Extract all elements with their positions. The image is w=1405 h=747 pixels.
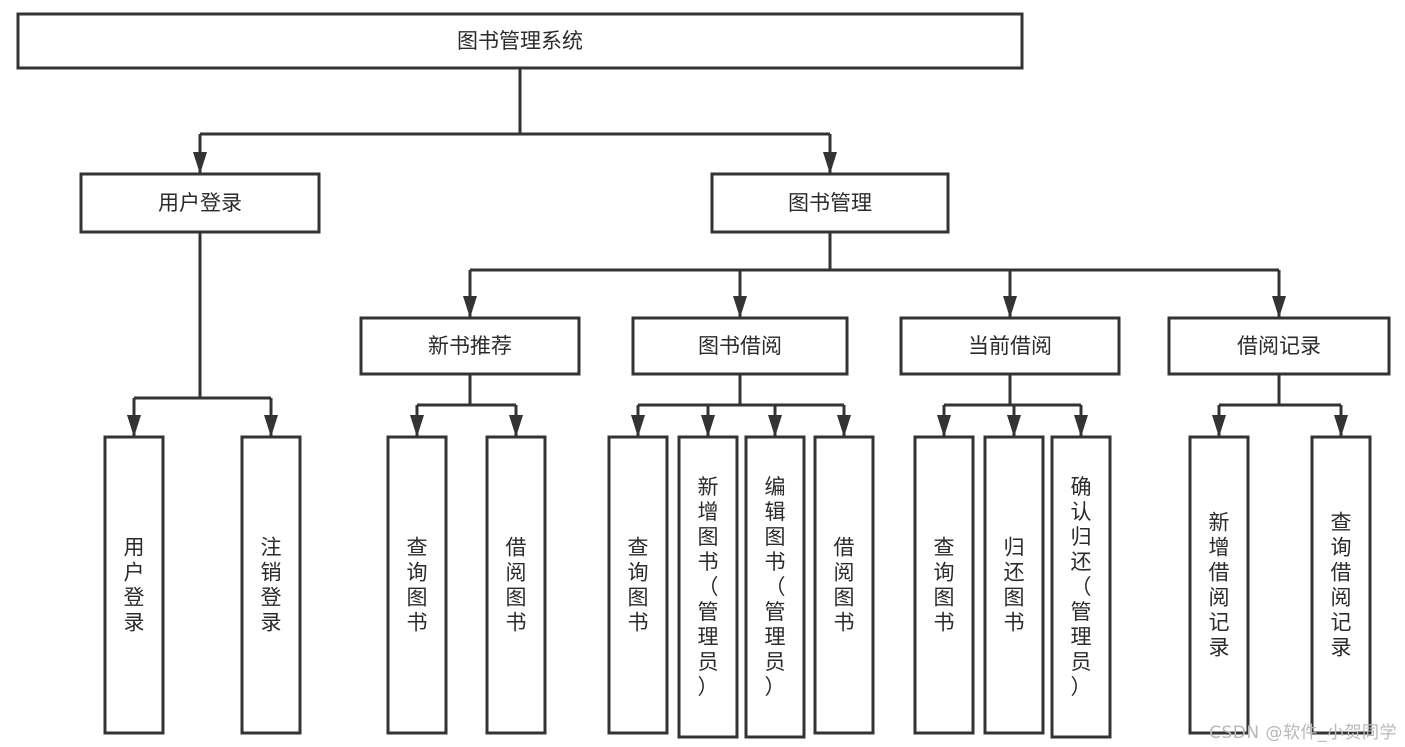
node-book-borrow[interactable]: 图书借阅 [631,316,849,376]
node-user-login[interactable]: 用户登录 [79,172,321,234]
node-label-book-manage: 图书管理 [788,191,872,215]
arrow-head-icon [823,152,837,174]
arrow-head-icon [264,415,278,437]
node-leaf-user-login[interactable]: 用户登录 [103,435,165,735]
node-leaf-query-record[interactable]: 查询借阅记录 [1310,435,1372,735]
node-box-leaf-borrow-book-2 [813,435,875,735]
arrow-head-icon [631,415,645,437]
arrow-head-icon [1334,415,1348,437]
node-leaf-borrow-book-2[interactable]: 借阅图书 [813,435,875,735]
node-label-current-borrow: 当前借阅 [968,334,1052,358]
node-box-leaf-add-record [1188,435,1250,735]
node-box-borrow-record [1167,316,1391,376]
node-box-book-manage [710,172,950,234]
node-label-leaf-query-book-2: 查询图书 [628,536,649,635]
node-box-leaf-user-login [103,435,165,735]
node-box-leaf-logout [240,435,302,735]
node-label-book-borrow: 图书借阅 [698,334,782,358]
node-label-root: 图书管理系统 [457,29,583,53]
node-borrow-record[interactable]: 借阅记录 [1167,316,1391,376]
arrow-head-icon [193,152,207,174]
node-box-book-borrow [631,316,849,376]
node-label-leaf-add-record: 新增借阅记录 [1209,511,1230,660]
node-label-new-book-rec: 新书推荐 [428,334,512,358]
node-box-leaf-query-record [1310,435,1372,735]
arrow-head-icon [937,415,951,437]
node-label-user-login: 用户登录 [158,191,242,215]
edges-layer [127,68,1348,437]
node-leaf-borrow-book-1[interactable]: 借阅图书 [485,435,547,735]
node-box-leaf-return-book [983,435,1045,735]
node-book-manage[interactable]: 图书管理 [710,172,950,234]
node-label-leaf-logout: 注销登录 [261,536,282,635]
node-label-leaf-return-book: 归还图书 [1004,536,1025,635]
node-root[interactable]: 图书管理系统 [16,12,1024,70]
arrow-head-icon [837,415,851,437]
node-leaf-confirm-return[interactable]: 确认归还（管理员） [1050,435,1112,739]
node-leaf-query-book-3[interactable]: 查询图书 [913,435,975,735]
node-box-leaf-edit-book [744,435,806,739]
node-leaf-logout[interactable]: 注销登录 [240,435,302,735]
arrow-head-icon [410,415,424,437]
node-box-leaf-confirm-return [1050,435,1112,739]
arrow-head-icon [1212,415,1226,437]
node-label-leaf-confirm-return: 确认归还（管理员） [1071,475,1092,699]
node-label-leaf-user-login: 用户登录 [124,536,145,635]
node-box-leaf-add-book [677,435,739,739]
node-box-root [16,12,1024,70]
node-box-new-book-rec [359,316,581,376]
node-box-leaf-query-book-2 [607,435,669,735]
node-label-leaf-edit-book: 编辑图书（管理员） [765,475,786,699]
node-label-leaf-borrow-book-2: 借阅图书 [834,536,855,635]
node-leaf-return-book[interactable]: 归还图书 [983,435,1045,735]
arrow-head-icon [1074,415,1088,437]
node-label-leaf-query-book-1: 查询图书 [407,536,428,635]
arrow-head-icon [733,296,747,318]
arrow-head-icon [1007,415,1021,437]
node-label-leaf-query-record: 查询借阅记录 [1331,511,1352,660]
node-leaf-query-book-2[interactable]: 查询图书 [607,435,669,735]
node-leaf-add-book[interactable]: 新增图书（管理员） [677,435,739,739]
arrow-head-icon [701,415,715,437]
node-label-leaf-add-book: 新增图书（管理员） [698,475,719,699]
node-leaf-query-book-1[interactable]: 查询图书 [386,435,448,735]
node-label-leaf-borrow-book-1: 借阅图书 [506,536,527,635]
node-box-user-login [79,172,321,234]
node-label-borrow-record: 借阅记录 [1237,334,1321,358]
node-leaf-add-record[interactable]: 新增借阅记录 [1188,435,1250,735]
arrow-head-icon [463,296,477,318]
node-box-leaf-query-book-3 [913,435,975,735]
node-leaf-edit-book[interactable]: 编辑图书（管理员） [744,435,806,739]
node-label-leaf-query-book-3: 查询图书 [934,536,955,635]
node-box-leaf-query-book-1 [386,435,448,735]
arrow-head-icon [768,415,782,437]
node-box-current-borrow [899,316,1121,376]
node-current-borrow[interactable]: 当前借阅 [899,316,1121,376]
arrow-head-icon [127,415,141,437]
node-new-book-rec[interactable]: 新书推荐 [359,316,581,376]
nodes-layer: 图书管理系统用户登录图书管理新书推荐图书借阅当前借阅借阅记录用户登录注销登录查询… [16,12,1391,739]
node-box-leaf-borrow-book-1 [485,435,547,735]
arrow-head-icon [1272,296,1286,318]
arrow-head-icon [1003,296,1017,318]
arrow-head-icon [509,415,523,437]
